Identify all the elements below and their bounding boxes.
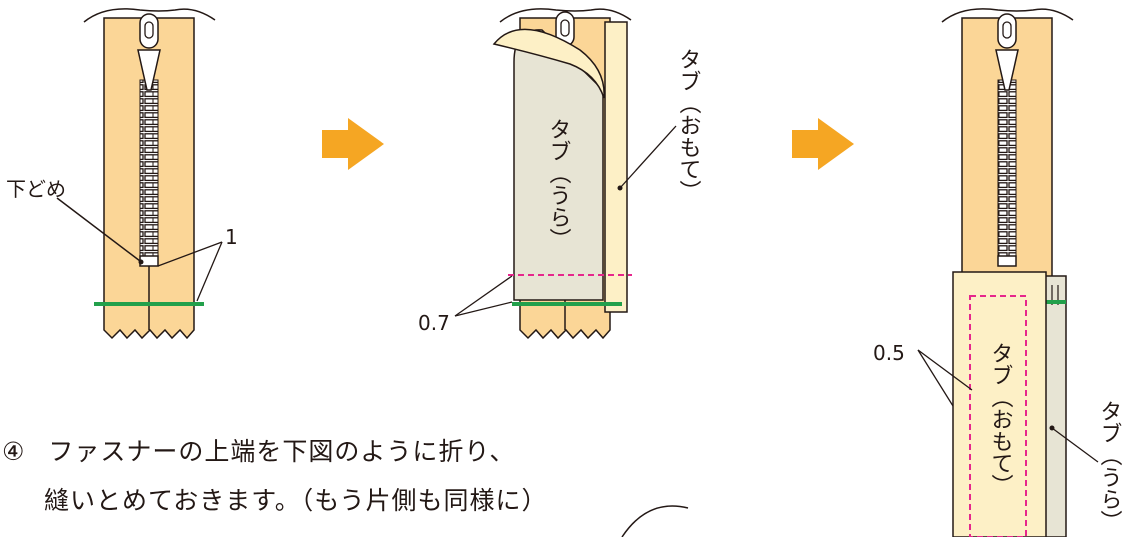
zipper-teeth [997,79,1017,257]
arrow-right-icon [322,118,384,170]
dimension-1-label: 1 [225,225,238,249]
tab-ura-right-label: タブ（うら） [1097,400,1123,532]
tab-curl [492,28,605,99]
tab-front [952,271,1047,537]
tab-omote-vertical-label: タブ（おもて） [676,48,702,202]
step-number: ④ [2,437,26,466]
tab-omote-on-tab-label: タブ（おもて） [988,342,1014,496]
figure-1-zipper: 下どめ 1 [6,8,238,340]
figure-2-tab-placement: 0.7 タブ（うら） タブ（おもて） [418,8,702,340]
bottom-stop [997,255,1017,267]
instruction-line-1: ④ ファスナーの上端を下図のように折り、 [2,432,515,468]
arrow-right-icon [792,118,854,170]
instruction-text-2: 縫いとめておきます。（もう片側も同様に） [44,486,548,515]
zipper-slider [995,13,1019,91]
dimension-05-label: 0.5 [873,341,905,365]
tab-ura-on-tab-label: タブ（うら） [546,118,572,250]
shitadome-label: 下どめ [6,177,66,201]
tab-front [604,21,628,313]
pink-stitch-rectangle [969,295,1027,537]
figure-3-folded-tab: 0.5 タブ（おもて） タブ（うら） [873,8,1123,537]
instruction-text-1: ファスナーの上端を下図のように折り、 [48,437,516,466]
dimension-07-label: 0.7 [418,311,450,335]
zipper-teeth [139,79,159,257]
tab-back-gray [1043,275,1067,537]
next-figure-arc [621,505,689,537]
instruction-line-2: 縫いとめておきます。（もう片側も同様に） [44,481,548,517]
zipper-slider [137,13,161,91]
